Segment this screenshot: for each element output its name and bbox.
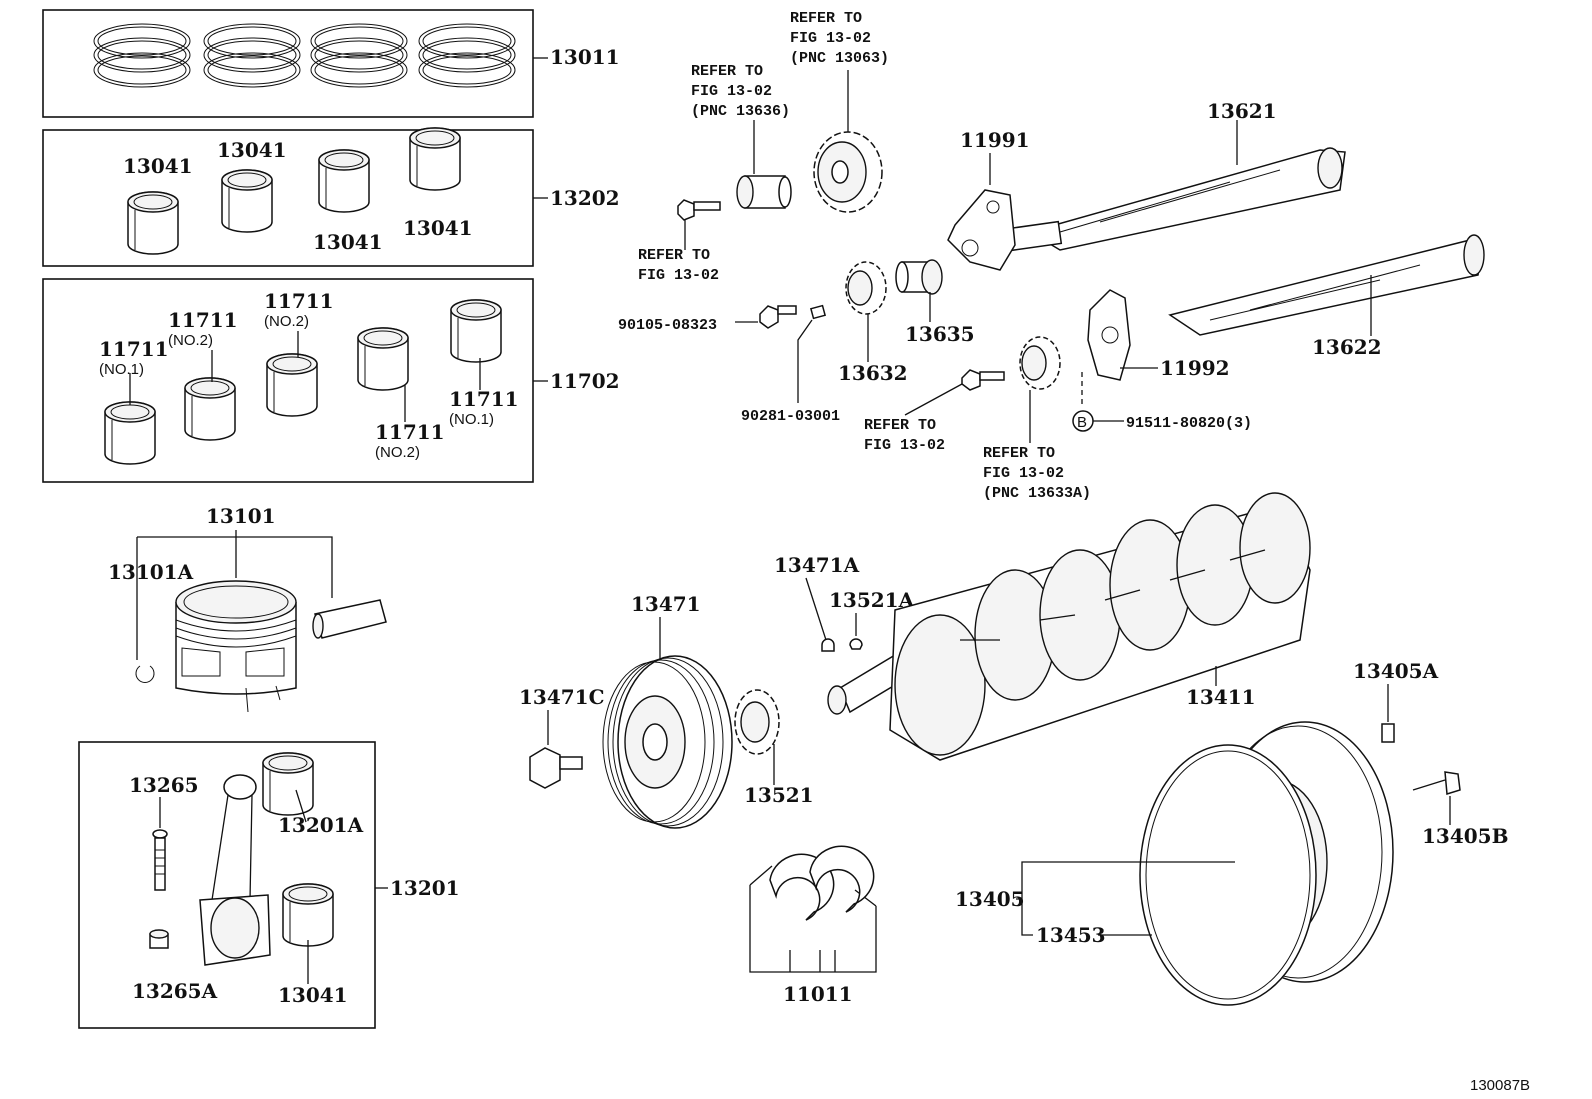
balance-plate-1 bbox=[947, 189, 1016, 271]
rod-bolt bbox=[152, 829, 168, 891]
ref-13633A-line3: (PNC 13633A) bbox=[983, 485, 1091, 502]
figure-code: 130087B bbox=[1470, 1077, 1530, 1094]
ref-13636-line1: REFER TO bbox=[691, 63, 763, 80]
label-11711-a: 11711 bbox=[99, 337, 169, 361]
gear-13632 bbox=[845, 261, 887, 315]
flywheel-bolt bbox=[1412, 771, 1461, 795]
label-13041-b: 13041 bbox=[217, 138, 287, 162]
label-90281: 90281-03001 bbox=[741, 408, 840, 425]
balance-shaft-2 bbox=[1168, 234, 1485, 336]
bushing-13636 bbox=[736, 175, 792, 209]
ref-bolt-lower-line2: FIG 13-02 bbox=[864, 437, 945, 454]
ref-13063-line1: REFER TO bbox=[790, 10, 862, 27]
rod-bearing bbox=[282, 883, 334, 947]
label-13521: 13521 bbox=[744, 783, 814, 807]
label-13265A: 13265A bbox=[132, 979, 218, 1003]
bolt-upper bbox=[677, 199, 721, 221]
label-13201: 13201 bbox=[390, 876, 460, 900]
ref-bolt-lower: REFER TO FIG 13-02 bbox=[864, 417, 945, 454]
rod-nut bbox=[149, 929, 169, 949]
bushing-13635 bbox=[895, 259, 943, 295]
pulley-bolt bbox=[529, 747, 583, 789]
key-90281 bbox=[809, 304, 827, 320]
label-13041-d: 13041 bbox=[403, 216, 473, 240]
balance-gear-13063 bbox=[813, 131, 883, 213]
crankshaft bbox=[827, 492, 1311, 761]
label-11992: 11992 bbox=[1160, 356, 1230, 380]
label-13101: 13101 bbox=[206, 504, 276, 528]
ref-13633A: REFER TO FIG 13-02 (PNC 13633A) bbox=[983, 445, 1091, 502]
label-13011: 13011 bbox=[550, 45, 620, 69]
connecting-rod-box bbox=[78, 741, 376, 1029]
label-13041-a: 13041 bbox=[123, 154, 193, 178]
connecting-rod bbox=[199, 774, 271, 966]
crank-timing-gear bbox=[734, 689, 780, 755]
label-13405: 13405 bbox=[955, 887, 1025, 911]
label-11711-c: 11711 bbox=[264, 289, 334, 313]
label-13041-rod: 13041 bbox=[278, 983, 348, 1007]
label-13411: 13411 bbox=[1186, 685, 1256, 709]
label-13471A: 13471A bbox=[774, 553, 860, 577]
label-13405B: 13405B bbox=[1422, 824, 1508, 848]
piston bbox=[135, 580, 387, 713]
label-13265: 13265 bbox=[129, 773, 199, 797]
label-13453: 13453 bbox=[1036, 923, 1106, 947]
gear-13633A bbox=[1019, 336, 1061, 390]
label-11711-d: 11711 bbox=[375, 420, 445, 444]
ref-bolt-upper-line1: REFER TO bbox=[638, 247, 710, 264]
ref-13633A-line1: REFER TO bbox=[983, 445, 1055, 462]
bolt-lower bbox=[961, 369, 1005, 391]
label-11711-e: 11711 bbox=[449, 387, 519, 411]
ref-13063-line3: (PNC 13063) bbox=[790, 50, 889, 67]
label-13101A: 13101A bbox=[108, 560, 194, 584]
label-13622: 13622 bbox=[1312, 335, 1382, 359]
label-11711-d-sub: (NO.2) bbox=[375, 444, 420, 461]
ref-13636: REFER TO FIG 13-02 (PNC 13636) bbox=[691, 63, 790, 120]
balance-shaft-1 bbox=[1007, 147, 1346, 252]
label-13635: 13635 bbox=[905, 322, 975, 346]
label-11711-b: 11711 bbox=[168, 308, 238, 332]
ref-13063-line2: FIG 13-02 bbox=[790, 30, 871, 47]
label-11711-a-sub: (NO.1) bbox=[99, 361, 144, 378]
ref-13633A-line2: FIG 13-02 bbox=[983, 465, 1064, 482]
ref-13636-line2: FIG 13-02 bbox=[691, 83, 772, 100]
bolt-90105 bbox=[759, 305, 797, 329]
balance-plate-2 bbox=[1087, 289, 1131, 381]
crank-pulley bbox=[602, 655, 733, 829]
flywheel bbox=[1139, 721, 1394, 1006]
label-13621: 13621 bbox=[1207, 99, 1277, 123]
ref-13063: REFER TO FIG 13-02 (PNC 13063) bbox=[790, 10, 889, 67]
label-13405A: 13405A bbox=[1353, 659, 1439, 683]
label-11991: 11991 bbox=[960, 128, 1030, 152]
label-11711-c-sub: (NO.2) bbox=[264, 313, 309, 330]
piston-ring-set bbox=[93, 23, 516, 88]
thrust-washers bbox=[749, 845, 877, 973]
label-13041-c: 13041 bbox=[313, 230, 383, 254]
label-91511: 91511-80820(3) bbox=[1126, 415, 1252, 432]
ref-13636-line3: (PNC 13636) bbox=[691, 103, 790, 120]
label-13202: 13202 bbox=[550, 186, 620, 210]
label-13471C: 13471C bbox=[519, 685, 605, 709]
label-11711-b-sub: (NO.2) bbox=[168, 332, 213, 349]
label-13632: 13632 bbox=[838, 361, 908, 385]
label-11711-e-sub: (NO.1) bbox=[449, 411, 494, 428]
ref-bolt-upper: REFER TO FIG 13-02 bbox=[638, 247, 719, 284]
ref-bolt-upper-line2: FIG 13-02 bbox=[638, 267, 719, 284]
ring-set-box bbox=[42, 9, 534, 118]
label-13471: 13471 bbox=[631, 592, 701, 616]
small-end-bushing bbox=[262, 752, 314, 816]
label-13201A: 13201A bbox=[278, 813, 364, 837]
label-11702: 11702 bbox=[550, 369, 620, 393]
ref-bolt-lower-line1: REFER TO bbox=[864, 417, 936, 434]
label-90105: 90105-08323 bbox=[618, 317, 717, 334]
callout-B-label: B bbox=[1077, 414, 1087, 431]
label-11011: 11011 bbox=[783, 982, 853, 1006]
